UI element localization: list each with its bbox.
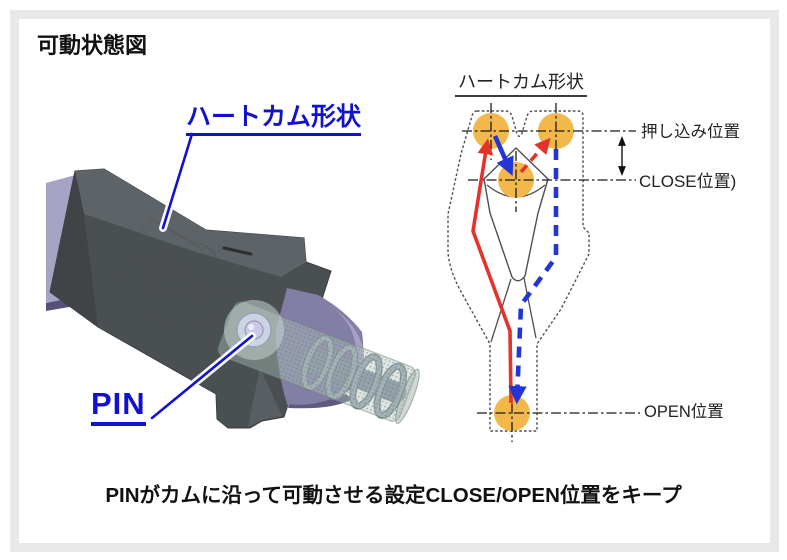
page-title: 可動状態図: [37, 33, 148, 58]
latch-body-left-shade: [50, 171, 98, 327]
path-return-blue-dashed: [508, 149, 559, 405]
diagram-title: ハートカム形状: [455, 72, 587, 97]
cam-diagram: [447, 103, 640, 442]
pin-label: PIN: [91, 386, 146, 426]
latch-body-foot-shelf: [248, 368, 282, 427]
open-position-label: OPEN位置: [644, 403, 724, 421]
cad-figure: [46, 130, 420, 429]
push-position-label: 押し込み位置: [641, 123, 740, 141]
close-position-label: CLOSE位置): [639, 172, 737, 191]
caption: PINがカムに沿って可動させる設定CLOSE/OPEN位置をキープ: [105, 484, 682, 507]
pin-label-leader: [150, 334, 254, 420]
tube-endcap: [395, 368, 420, 424]
latch-body-top-face: [75, 169, 306, 277]
cylinder-shadow: [288, 394, 352, 409]
centerlines: [462, 103, 640, 442]
cam-label-leader: [161, 132, 194, 230]
path-open-to-push-red: [471, 138, 513, 404]
cam-shape-label: ハートカム形状: [186, 103, 362, 136]
body-top-slot: [222, 246, 253, 256]
path-push-to-close-blue: [492, 135, 514, 176]
pin-highlight: [248, 324, 254, 330]
cam-diagram-shape: [447, 110, 590, 432]
path-close-to-push-red-dashed: [519, 137, 551, 174]
